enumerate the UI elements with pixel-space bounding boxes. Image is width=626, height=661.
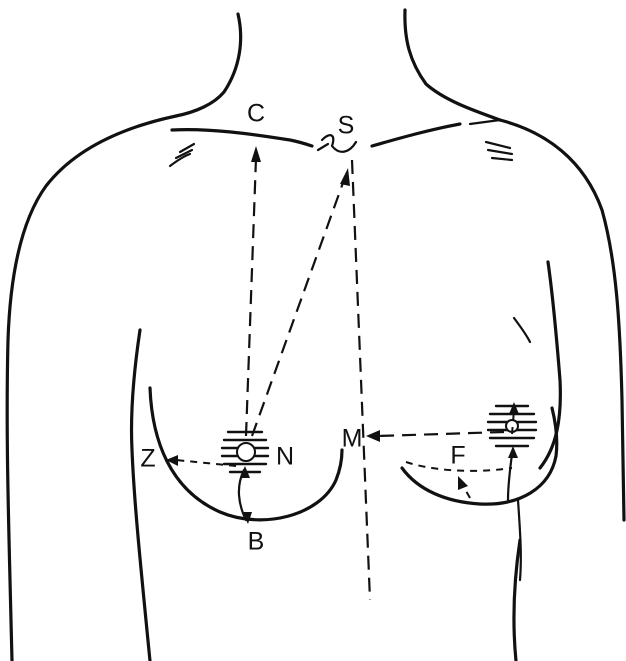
label-z: Z (140, 445, 155, 473)
right-shoulder-arm-outline (500, 120, 624, 520)
right-clavicle-shading-1 (486, 142, 510, 148)
sternal-notch-arrowhead (340, 168, 350, 186)
midline-to-nipple-line (378, 432, 504, 436)
right-fold-to-nipple-arrow (508, 454, 512, 500)
body-outline (7, 10, 624, 661)
sternal-notch-to-nipple-line (252, 180, 344, 436)
neck-right-line (405, 10, 500, 120)
label-b: B (248, 528, 265, 556)
left-nipple (237, 443, 255, 461)
right-nipple-up-arrowhead (509, 402, 519, 414)
right-clavicle-line (372, 124, 460, 146)
right-armpit-fold (514, 318, 530, 342)
measurement-lines (166, 146, 519, 600)
breasts (150, 388, 557, 580)
label-s: S (338, 112, 355, 140)
midline-arrowhead (366, 430, 380, 442)
label-n: N (276, 443, 294, 471)
right-clavicle-shading-3 (492, 158, 512, 160)
f-arrowhead (458, 476, 468, 490)
label-f: F (450, 442, 465, 470)
midline (352, 160, 370, 600)
label-c: C (247, 100, 265, 128)
clavicle-arrowhead (251, 146, 261, 162)
sternal-notch-tick (318, 144, 328, 150)
right-clavicle-tail (470, 120, 500, 124)
clavicle-to-nipple-line (246, 158, 256, 436)
right-torso-line (514, 540, 520, 661)
neck-left-line (176, 14, 241, 116)
right-clavicle-shading-2 (488, 150, 512, 154)
left-armpit-line (131, 330, 150, 661)
point-labels: C S M N B Z F (140, 100, 465, 556)
label-m: M (342, 425, 363, 453)
right-fold-arrowhead (508, 446, 518, 458)
